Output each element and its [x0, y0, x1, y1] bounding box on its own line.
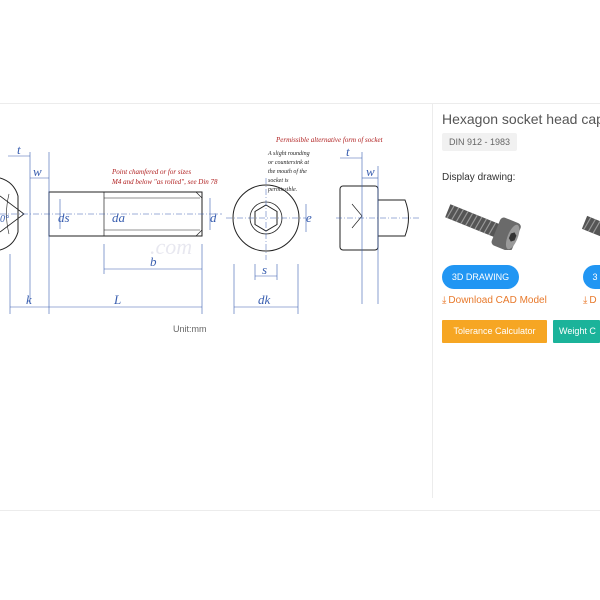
watermark: .com	[150, 234, 192, 259]
dim-t2: t	[346, 144, 350, 159]
dim-ds: ds	[58, 210, 70, 225]
dim-angle: 0°	[0, 214, 9, 225]
download-cad-label-2: D	[589, 295, 597, 306]
display-drawing-label: Display drawing:	[442, 172, 516, 183]
note-rounding-1: A slight rounding	[267, 151, 310, 157]
note-rounding-4: socket is	[268, 178, 289, 184]
dim-d: d	[210, 210, 217, 225]
note-rounding-3: the mouth of the	[268, 168, 307, 175]
technical-drawing: .com t w 0° ds da d b s e k L dk t w Poi…	[0, 136, 420, 314]
note-rounding-5: permissible.	[267, 187, 297, 193]
note-alt-form: Permissible alternative form of socket	[275, 136, 384, 144]
3d-drawing-button[interactable]: 3D DRAWING	[442, 265, 519, 289]
unit-caption: Unit:mm	[173, 324, 207, 334]
panel-divider	[432, 104, 433, 498]
3d-drawing-button-2[interactable]: 3	[583, 265, 600, 289]
dim-t: t	[17, 142, 21, 157]
product-title: Hexagon socket head cap	[442, 111, 600, 127]
screw-thumbnail-1[interactable]	[441, 200, 525, 250]
download-cad-link-2[interactable]: ⤓D	[583, 295, 597, 306]
dim-k: k	[26, 292, 32, 307]
dim-dk: dk	[258, 292, 271, 307]
dim-L: L	[113, 292, 121, 307]
download-cad-link[interactable]: ⤓Download CAD Model	[442, 295, 547, 306]
bottom-divider	[0, 510, 600, 511]
standard-tag: DIN 912 - 1983	[442, 133, 518, 151]
weight-calculator-button[interactable]: Weight C	[553, 320, 600, 343]
tolerance-calculator-button[interactable]: Tolerance Calculator	[442, 320, 547, 343]
dim-b: b	[150, 254, 157, 269]
dim-s: s	[262, 262, 267, 277]
dim-w: w	[33, 164, 42, 179]
screw-thumbnail-2[interactable]	[582, 200, 600, 250]
note-chamfer-2: M4 and below "as rolled", see Din 78	[111, 178, 218, 186]
dim-w2: w	[366, 164, 375, 179]
download-cad-label: Download CAD Model	[448, 295, 547, 306]
note-rounding-2: or countersink at	[268, 160, 309, 166]
note-chamfer-1: Point chamfered or for sizes	[111, 168, 191, 176]
top-divider	[0, 103, 600, 104]
dim-da: da	[112, 210, 126, 225]
download-icon: ⤓	[583, 295, 588, 306]
download-icon: ⤓	[442, 295, 447, 306]
dim-e: e	[306, 210, 312, 225]
